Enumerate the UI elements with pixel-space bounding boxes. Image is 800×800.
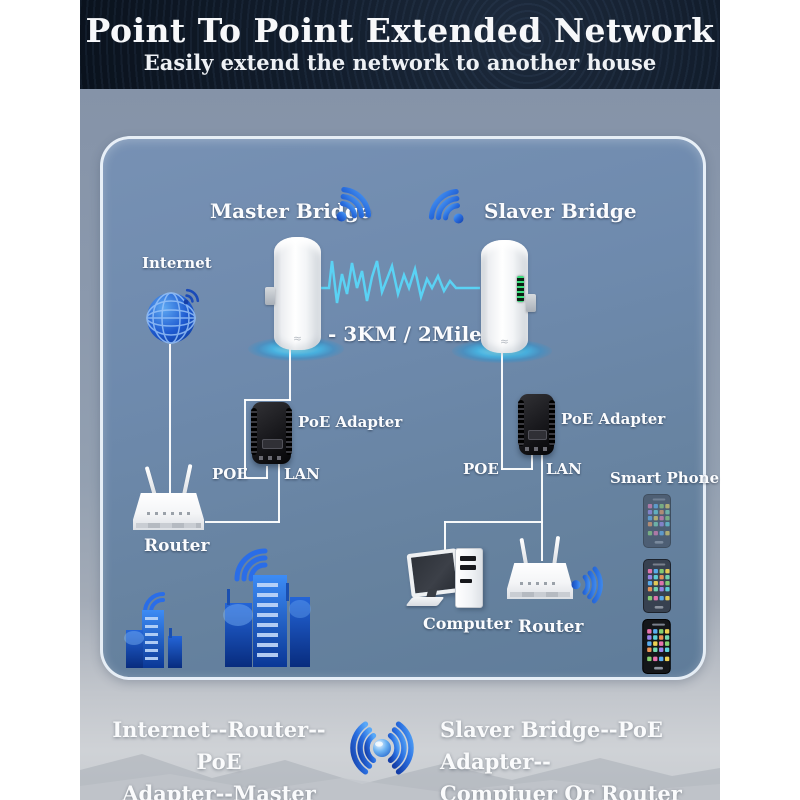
distance-label: - 3KM / 2Miles - <box>328 322 509 346</box>
cable-poe-left-horiz <box>244 477 268 479</box>
led-indicator-strip <box>517 276 524 302</box>
wireless-emblem-icon <box>350 721 414 775</box>
wifi-icon-master <box>336 187 372 222</box>
router-body <box>507 563 573 599</box>
smartphone-device-2 <box>643 559 671 613</box>
drive-bay <box>460 565 476 570</box>
banner: Point To Point Extended Network Easily e… <box>80 0 720 91</box>
router-device-left <box>131 463 207 534</box>
cable-slaverbridge-down <box>501 353 503 470</box>
mount-bracket <box>526 294 536 312</box>
slaver-bridge-label: Slaver Bridge <box>484 199 637 223</box>
cable-elbow-left <box>245 399 291 401</box>
poe-adapter-device-right <box>518 394 555 455</box>
mountains-backdrop <box>80 754 720 800</box>
lan-port-label-right: LAN <box>546 460 582 478</box>
lan-port-label-left: LAN <box>284 465 320 483</box>
city-buildings-icon-large <box>223 548 311 667</box>
drive-bay <box>460 579 472 583</box>
router-body <box>133 493 204 530</box>
adapter-ports <box>525 447 548 451</box>
cable-globe-to-router <box>169 344 171 495</box>
mount-bracket <box>265 287 275 305</box>
footer-caption-right: Slaver Bridge--PoE Adapter-- Comptuer Or… <box>440 714 710 800</box>
router-status-lights <box>147 512 190 516</box>
cable-lan-left-down <box>278 463 280 523</box>
computer-label: Computer <box>423 614 513 633</box>
page-subtitle: Easily extend the network to another hou… <box>143 50 657 76</box>
router-front-panel <box>135 522 202 528</box>
cable-poe-right-horiz <box>501 468 533 470</box>
footer-caption-left-line2: Adapter--Master Bridge <box>122 781 316 800</box>
footer-caption-right-line2: Comptuer Or Router <box>440 781 682 800</box>
poe-port-label-left: POE <box>212 465 248 483</box>
brand-logo: ≈ <box>499 335 510 348</box>
pc-tower <box>455 548 483 608</box>
slaver-bridge-device: ≈ <box>481 240 536 353</box>
poe-adapter-device-left <box>251 402 292 464</box>
cable-computer-down <box>444 521 446 551</box>
wifi-icon-slaver <box>428 189 464 224</box>
cable-poe-right-up <box>531 455 533 470</box>
router-device-right <box>506 535 576 600</box>
signal-waveform-icon <box>320 260 480 304</box>
router-status-lights <box>520 581 560 585</box>
cable-lan-left-to-router <box>205 521 280 523</box>
master-bridge-device: ≈ <box>265 237 321 350</box>
page-title: Point To Point Extended Network <box>85 10 715 50</box>
cable-lan-right-down <box>541 453 543 561</box>
diagram-panel <box>100 136 706 680</box>
cable-poe-left-vert <box>244 399 246 479</box>
computer-device <box>405 547 483 609</box>
cable-branch-to-computer <box>444 521 543 523</box>
adapter-label-plate <box>528 430 547 441</box>
internet-label: Internet <box>142 254 212 272</box>
smart-phone-label: Smart Phone <box>610 469 720 487</box>
router-label-left: Router <box>144 536 210 556</box>
poe-adapter-label-left: PoE Adapter <box>298 413 403 431</box>
router-label-right: Router <box>518 617 584 637</box>
footer-caption-right-line1: Slaver Bridge--PoE Adapter-- <box>440 717 663 774</box>
cable-masterbridge-down <box>289 349 291 401</box>
router-antenna <box>181 463 193 499</box>
drive-bay <box>460 556 476 561</box>
router-front-panel <box>509 591 571 597</box>
keyboard <box>405 597 445 606</box>
internet-globe-icon <box>146 288 200 344</box>
footer-caption-left-line1: Internet--Router--PoE <box>112 717 326 774</box>
smartphone-device-3 <box>642 619 671 674</box>
poe-adapter-label-right: PoE Adapter <box>561 410 666 428</box>
smartphone-device-1 <box>643 494 671 548</box>
adapter-ports <box>259 455 284 460</box>
cable-poe-left-up <box>266 466 268 479</box>
adapter-label-plate <box>262 439 283 450</box>
wifi-icon-router <box>571 566 603 604</box>
brand-logo: ≈ <box>292 332 303 345</box>
poe-port-label-right: POE <box>463 460 499 478</box>
footer-caption-left: Internet--Router--PoE Adapter--Master Br… <box>100 714 338 800</box>
city-buildings-icon-small <box>124 592 182 668</box>
